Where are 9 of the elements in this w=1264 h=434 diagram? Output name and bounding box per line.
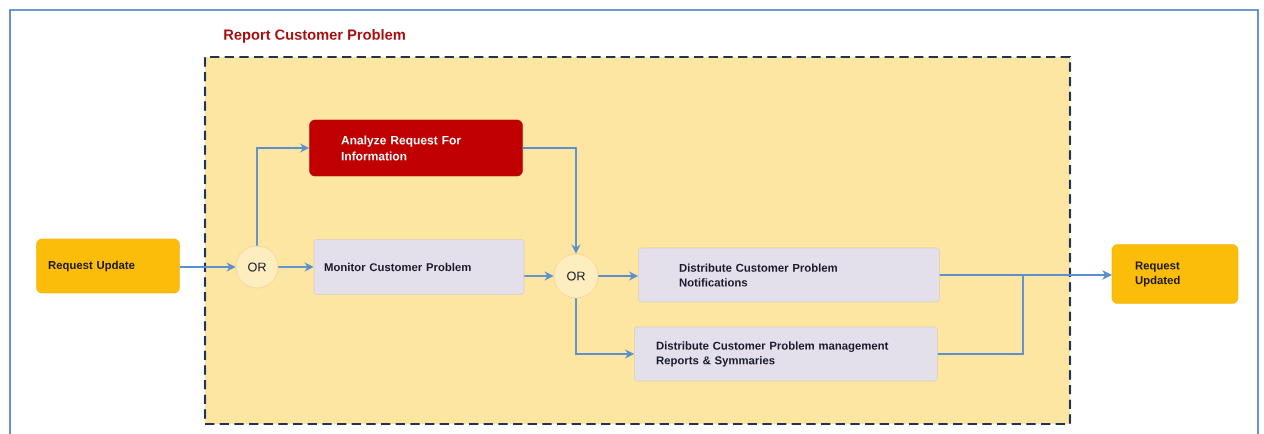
node-label: Report Customer Problem (224, 29, 405, 43)
process-box: Distribute Customer Problem Notifications (638, 247, 940, 303)
event-box: Request Updated (1111, 244, 1239, 304)
or-gate: OR (553, 253, 599, 299)
process-box: Analyze Request For Information (309, 119, 523, 177)
process-box: Distribute Customer Problem management Reports & Symmaries (634, 326, 938, 382)
or-gate: OR (235, 245, 279, 289)
process-box: Monitor Customer Problem (313, 239, 525, 295)
event-box: Request Update (36, 238, 180, 294)
